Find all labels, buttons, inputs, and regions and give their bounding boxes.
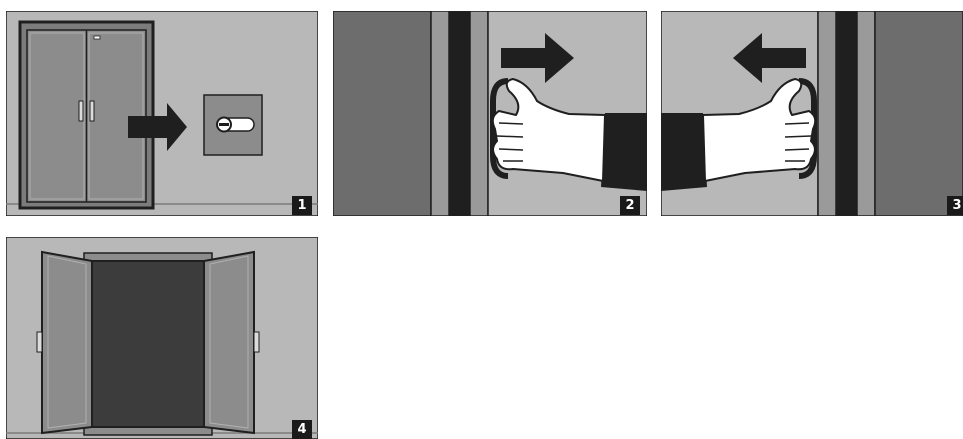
cabinet-interior (92, 261, 204, 427)
panel-step-3: 3 (661, 11, 963, 216)
door-right-edge (875, 11, 963, 216)
sleeve (601, 113, 647, 191)
frame-strip-2 (857, 11, 875, 216)
frame-strip-2 (470, 11, 488, 216)
pull-door-left-illustration (661, 11, 963, 216)
step-number-badge: 3 (947, 196, 963, 215)
door-gap (449, 11, 470, 216)
pull-door-right-illustration (333, 11, 647, 216)
cabinet-bottom-rail (84, 427, 212, 435)
lock-keyhole (94, 36, 100, 39)
left-open-door (42, 252, 92, 433)
left-handle (79, 101, 83, 121)
door-gap (836, 11, 857, 216)
cabinet-top-rail (84, 253, 212, 261)
panel-step-1: 1 (6, 11, 318, 216)
right-handle (254, 332, 259, 352)
frame-strip (818, 11, 836, 216)
panel-step-2: 2 (333, 11, 647, 216)
sleeve (661, 113, 707, 191)
step-number-badge: 4 (292, 420, 312, 439)
closed-cabinet-illustration (6, 11, 318, 216)
right-open-door (204, 252, 254, 433)
step-number-badge: 2 (620, 196, 640, 215)
frame-strip (431, 11, 449, 216)
door-left-edge (333, 11, 431, 216)
right-handle (90, 101, 94, 121)
panel-step-4: 4 (6, 237, 318, 439)
left-handle (37, 332, 42, 352)
step-number-badge: 1 (292, 196, 312, 215)
open-cabinet-illustration (6, 237, 318, 439)
